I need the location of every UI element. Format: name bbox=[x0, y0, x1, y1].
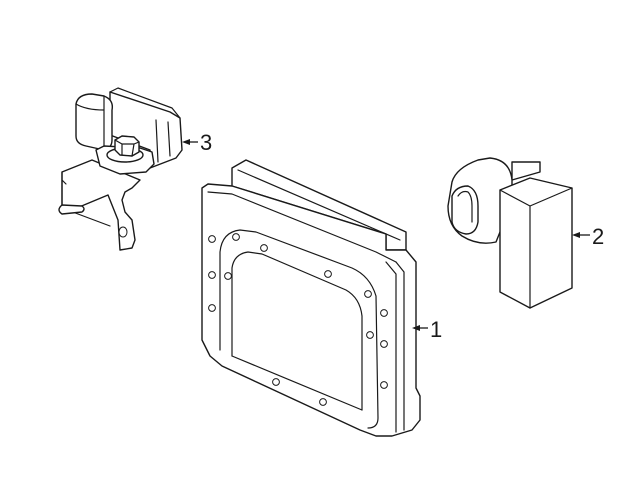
part-2-sensor: 2 bbox=[447, 157, 604, 309]
part-1-control-module: 1 bbox=[201, 159, 442, 437]
part-3-bracket-sensor: 3 bbox=[58, 87, 212, 251]
callout-3-label: 3 bbox=[200, 130, 212, 155]
callout-2-label: 2 bbox=[592, 224, 604, 249]
callout-1-label: 1 bbox=[430, 317, 442, 342]
